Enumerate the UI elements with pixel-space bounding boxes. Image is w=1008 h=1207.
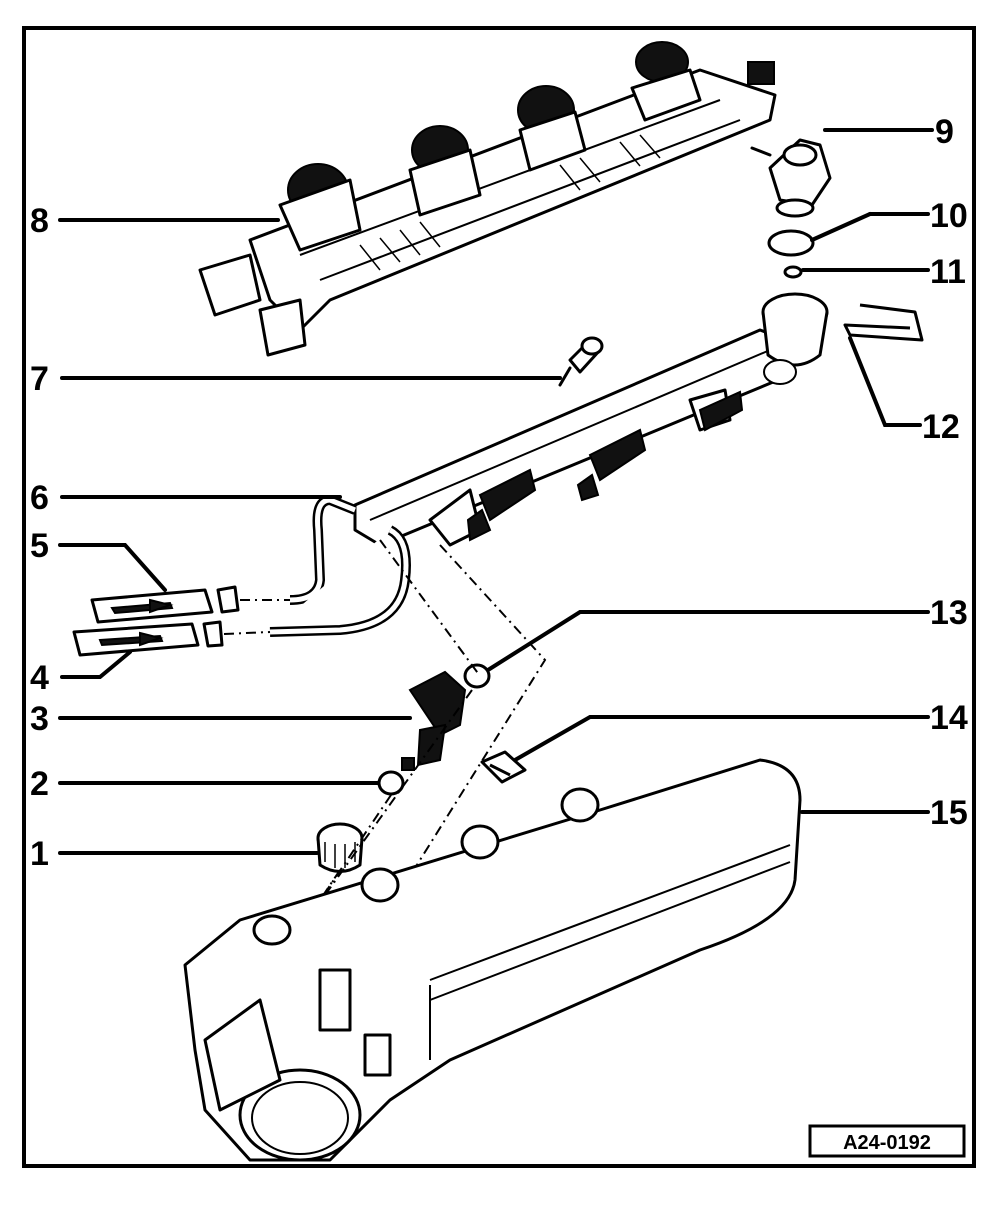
assembly-lines xyxy=(299,539,547,931)
callout-13: 13 xyxy=(930,594,968,632)
grommet xyxy=(316,822,364,873)
callout-5: 5 xyxy=(30,527,49,565)
callout-3: 3 xyxy=(30,700,49,738)
mounting-bolt xyxy=(558,336,604,387)
injector-o-ring-lower xyxy=(377,770,405,796)
return-hose-connector xyxy=(72,620,224,657)
diagram-frame xyxy=(22,26,976,1168)
callout-4: 4 xyxy=(30,659,49,697)
leader-lines xyxy=(58,128,934,855)
fuel-rail xyxy=(353,292,829,547)
callout-1: 1 xyxy=(30,835,49,873)
intake-manifold xyxy=(183,758,802,1162)
ignition-coil-rail xyxy=(198,41,777,357)
callout-labels: 8 9 10 11 12 7 6 5 13 4 3 14 2 15 1 xyxy=(30,113,968,873)
callout-15: 15 xyxy=(930,794,968,832)
o-ring-large xyxy=(767,229,815,257)
retaining-clip xyxy=(843,303,924,342)
hose-connection-lines xyxy=(223,599,290,635)
callout-9: 9 xyxy=(935,113,954,151)
injector-o-ring-upper xyxy=(463,663,491,689)
figure-code: A24-0192 xyxy=(843,1132,931,1154)
supply-hose-connector xyxy=(90,585,240,624)
callout-11: 11 xyxy=(930,253,966,291)
callout-8: 8 xyxy=(30,202,49,240)
fuel-injector xyxy=(401,670,467,771)
callout-10: 10 xyxy=(930,197,968,235)
injector-clip xyxy=(480,750,527,784)
o-ring-small xyxy=(783,265,803,279)
figure-code-box: A24-0192 xyxy=(808,1124,966,1158)
callout-2: 2 xyxy=(30,765,49,803)
callout-6: 6 xyxy=(30,479,49,517)
callout-14: 14 xyxy=(930,699,968,737)
fuel-pressure-regulator xyxy=(750,138,832,218)
callout-7: 7 xyxy=(30,360,49,398)
callout-12: 12 xyxy=(922,408,960,446)
